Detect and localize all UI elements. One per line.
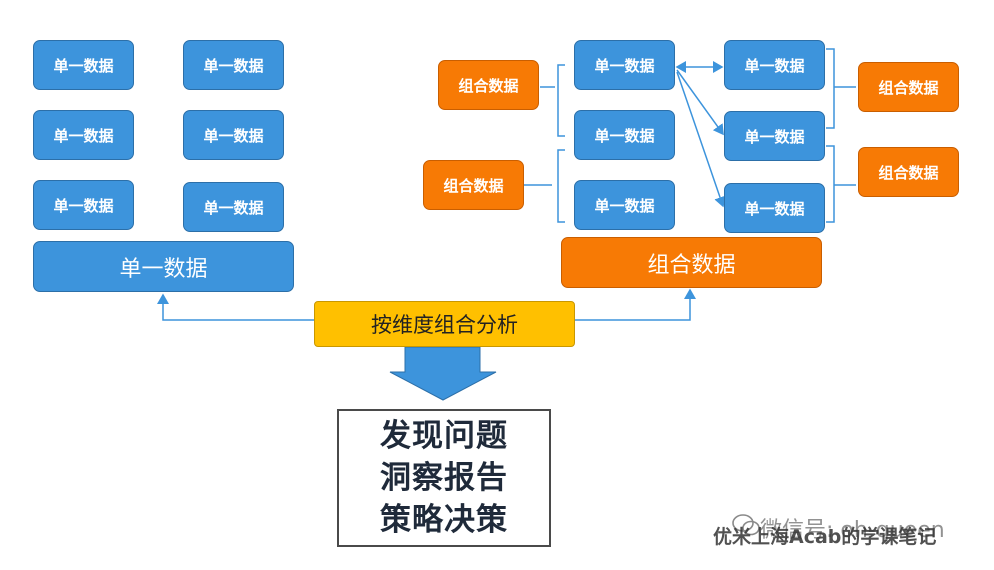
method-box: 按维度组合分析 xyxy=(314,301,575,347)
single-data-box-l2: 单一数据 xyxy=(33,110,134,160)
arrow-to-single xyxy=(157,293,314,321)
bracket-bottom-right xyxy=(826,145,856,223)
outcome-3: 策略决策 xyxy=(380,502,508,538)
combo-data-box-right-top: 组合数据 xyxy=(858,62,959,112)
right-single-box-a3: 单一数据 xyxy=(574,180,675,230)
right-single-box-b1: 单一数据 xyxy=(724,40,825,90)
single-data-box-r1: 单一数据 xyxy=(183,40,284,90)
combo-data-box-right-bottom: 组合数据 xyxy=(858,147,959,197)
outcome-box: 发现问题 洞察报告 策略决策 xyxy=(337,409,551,547)
arrow-diag-1 xyxy=(676,69,724,136)
single-data-box-l1: 单一数据 xyxy=(33,40,134,90)
combo-data-summary: 组合数据 xyxy=(561,237,822,288)
outcome-1: 发现问题 xyxy=(380,418,508,454)
combo-data-box-left-bottom: 组合数据 xyxy=(423,160,524,210)
single-data-box-r2: 单一数据 xyxy=(183,110,284,160)
watermark-wechat-id: 微信号: oh-queen xyxy=(760,518,945,543)
single-data-box-r3: 单一数据 xyxy=(183,182,284,232)
wechat-icon xyxy=(732,514,760,536)
single-data-summary: 单一数据 xyxy=(33,241,294,292)
combo-data-box-left-top: 组合数据 xyxy=(438,60,539,110)
bracket-top-right xyxy=(826,48,856,129)
single-data-box-l3: 单一数据 xyxy=(33,180,134,230)
watermark-author: 优米上海Acab的学课笔记 xyxy=(713,526,937,548)
bracket-bottom-left xyxy=(524,149,565,223)
outcome-2: 洞察报告 xyxy=(380,460,508,496)
right-single-box-a2: 单一数据 xyxy=(574,110,675,160)
arrow-diag-2 xyxy=(676,71,726,208)
bracket-top-left xyxy=(540,64,565,137)
down-arrow xyxy=(389,346,497,401)
right-single-box-a1: 单一数据 xyxy=(574,40,675,90)
right-single-box-b3: 单一数据 xyxy=(724,183,825,233)
right-single-box-b2: 单一数据 xyxy=(724,111,825,161)
arrow-to-combo xyxy=(575,288,696,321)
